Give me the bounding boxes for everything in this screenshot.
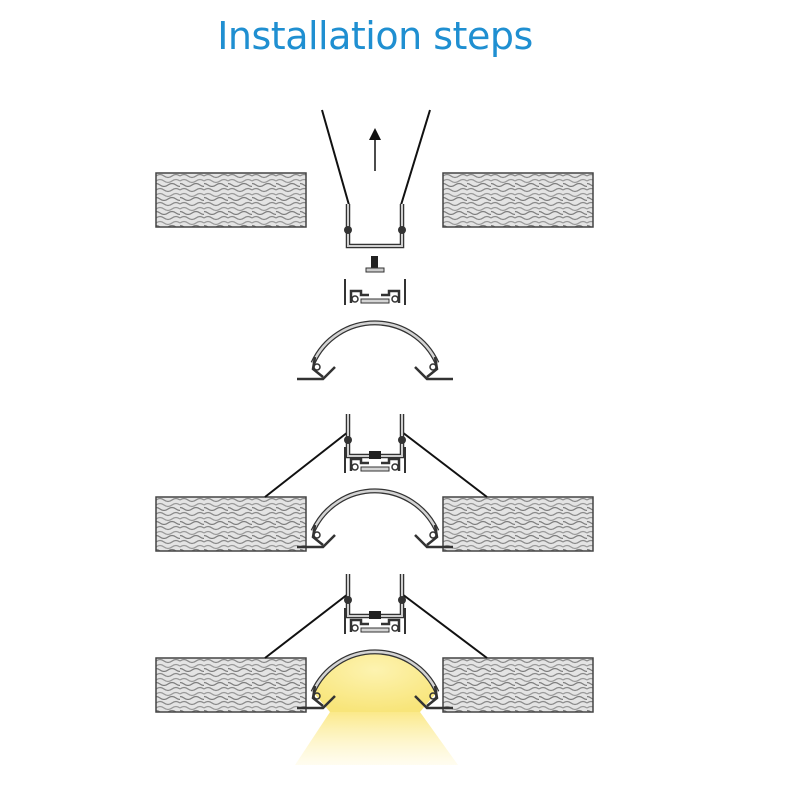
ceiling-board-right [442,172,594,228]
t-bolt-icon [369,611,381,619]
aluminium-profile [297,447,453,547]
ceiling-board-right [442,657,594,713]
suspension-wire-right [401,431,488,498]
light-glow [313,651,437,712]
page-title: Installation steps [217,14,533,58]
ceiling-board-left [155,657,307,713]
mounting-clip [344,204,406,246]
ceiling-board-left [155,172,307,228]
suspension-wire-left [264,593,349,659]
suspension-wire-left [321,109,350,206]
ceiling-board-right [442,496,594,552]
mounting-clip [344,414,406,456]
t-bolt-icon [365,256,385,273]
suspension-wire-right [401,593,488,659]
light-beam [295,712,458,765]
step-3 [155,574,594,765]
step-2 [155,414,594,552]
t-bolt-icon [369,451,381,459]
arrow-up-icon [369,128,381,171]
mounting-clip [344,574,406,616]
suspension-wire-left [264,431,349,498]
aluminium-profile [297,279,453,379]
suspension-wire-right [400,109,431,206]
step-1 [155,109,594,379]
ceiling-board-left [155,496,307,552]
